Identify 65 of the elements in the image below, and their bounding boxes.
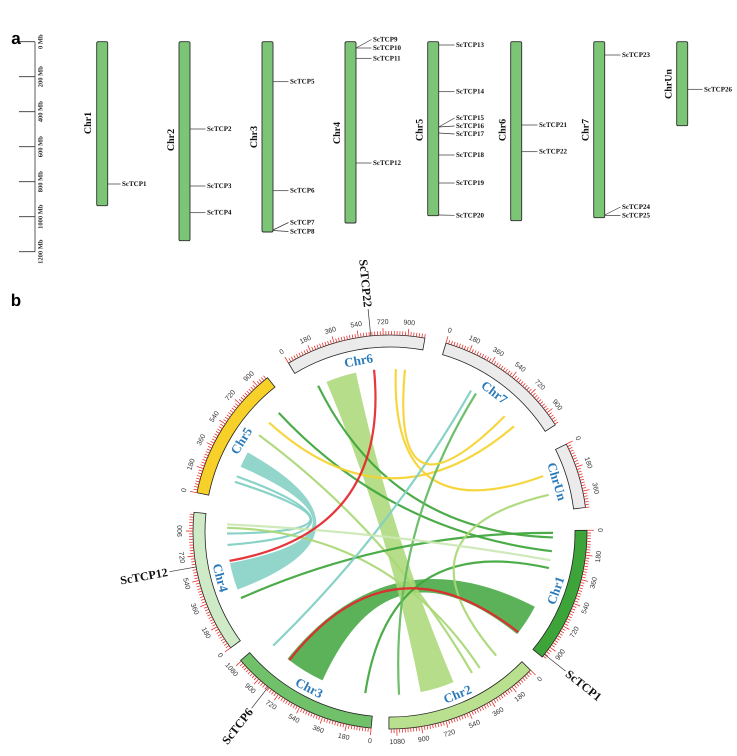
leader-line <box>356 58 372 59</box>
synteny-link <box>258 434 473 674</box>
chromosome-label: ChrUn <box>663 69 674 99</box>
leader-line <box>438 126 455 128</box>
leader-line <box>438 91 455 92</box>
leader-line <box>438 154 455 156</box>
chromosome-label: Chr5 <box>414 118 426 142</box>
leader-line <box>687 88 703 90</box>
synteny-link <box>364 560 550 694</box>
synteny-link <box>394 369 544 492</box>
chromosome-label: Chr2 <box>166 128 176 152</box>
synteny-link <box>240 532 554 600</box>
chromosome-label: Chr2 <box>441 681 474 706</box>
chromosome-label: Chr7 <box>478 377 511 406</box>
synteny-link <box>227 475 312 546</box>
leader-line <box>438 44 455 46</box>
synteny-link <box>402 370 506 466</box>
leader-line <box>356 39 372 48</box>
chromosome-label: Chr4 <box>332 122 342 144</box>
synteny-ribbon <box>326 372 454 692</box>
synteny-link <box>229 370 377 562</box>
chromosome-label: Chr6 <box>497 118 508 142</box>
chromosome-label: Chr3 <box>293 674 326 701</box>
leader-line <box>604 215 621 216</box>
gene-label: ScTCP22 <box>356 258 375 308</box>
leader-line <box>544 654 566 672</box>
leader-line <box>521 151 538 152</box>
leader-line <box>272 222 289 230</box>
synteny-link <box>452 494 549 656</box>
panel-label: a <box>11 28 21 48</box>
leader-line <box>272 190 289 192</box>
gene-label: ScTCP12 <box>119 565 169 588</box>
chromosome-label: Chr1 <box>82 112 94 134</box>
synteny-link <box>272 390 472 646</box>
leader-line <box>190 128 206 130</box>
chromosome-label: Chr4 <box>210 562 232 594</box>
leader-line <box>604 54 621 56</box>
chromosome-label: Chr6 <box>342 350 374 370</box>
leader-line <box>251 686 269 709</box>
leader-line <box>169 566 196 572</box>
leader-line <box>356 162 372 164</box>
panel-label: b <box>10 290 22 310</box>
chromosome-label: Chr1 <box>543 574 567 606</box>
chromosome-label: ChrUn <box>544 460 570 502</box>
chromosome-label: Chr3 <box>248 126 260 148</box>
leader-line <box>604 206 621 216</box>
leader-line <box>272 81 289 82</box>
leader-line <box>521 124 538 126</box>
leader-line <box>438 118 455 128</box>
leader-line <box>272 230 289 232</box>
synteny-link <box>227 523 551 562</box>
chromosome-label: Chr7 <box>580 118 592 142</box>
leader-line <box>438 214 455 216</box>
synteny-link <box>317 385 553 539</box>
leader-line <box>368 308 372 336</box>
synteny-link <box>397 392 477 695</box>
synteny-link <box>278 412 552 552</box>
synteny-link <box>288 587 520 661</box>
leader-line <box>438 132 455 134</box>
synteny-link <box>226 480 312 535</box>
synteny-link <box>226 526 481 669</box>
synteny-link <box>268 422 515 480</box>
leader-line <box>190 212 206 214</box>
leader-line <box>438 182 455 184</box>
synteny-ribbon <box>230 452 316 590</box>
